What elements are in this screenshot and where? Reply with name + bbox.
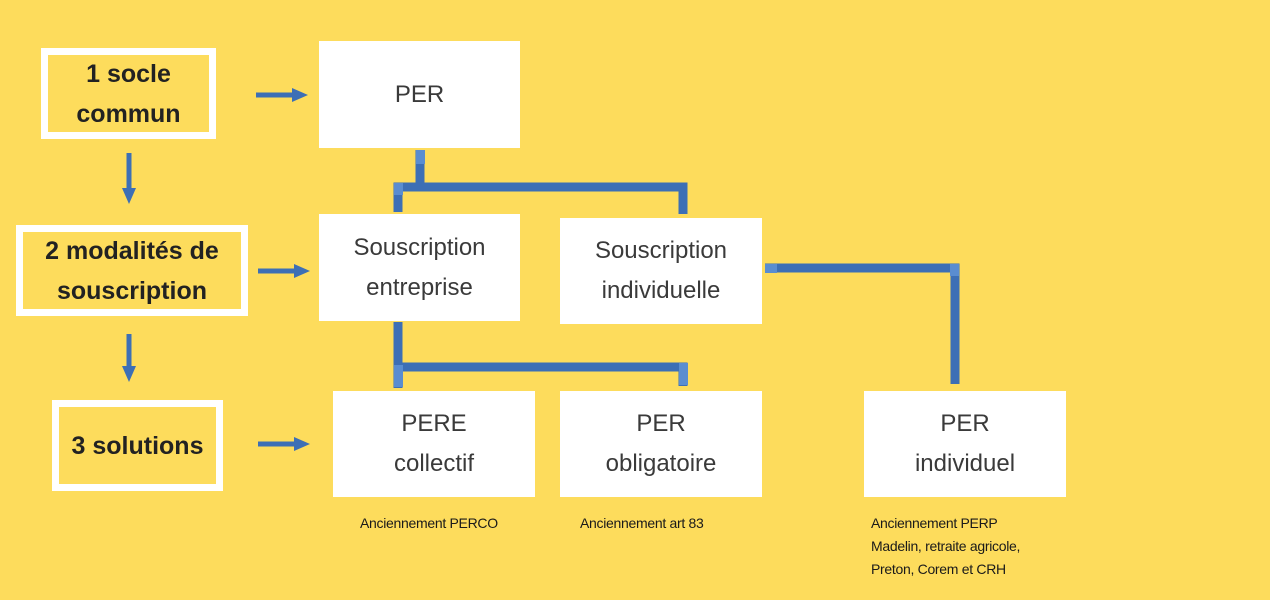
connector-joint [394,365,403,387]
connector-individuelle-to-individuel [765,263,960,384]
note-pere-collectif: Anciennement PERCO [360,515,498,531]
node-pere-collectif: PERE collectif [333,391,535,497]
level-label: 3 solutions [71,431,204,460]
node-label: Souscription individuelle [594,237,728,304]
node-souscription-individuelle: Souscription individuelle [560,218,762,324]
level-label: 2 modalités de souscription [45,236,219,305]
connector-entreprise-to-obligatoire [398,362,688,386]
connector-joint [394,183,403,195]
arrow-right-icon [258,264,310,278]
node-souscription-entreprise: Souscription entreprise [319,214,520,321]
level-socle-commun: 1 socle commun [41,48,216,139]
connector-joint [950,264,959,276]
node-per-individuel: PER individuel [864,391,1066,497]
note-per-individuel: Anciennement PERP Madelin, retraite agri… [871,515,1021,577]
connector-joint [679,363,688,385]
arrow-down-icon [122,334,136,382]
arrow-right-icon [256,88,308,102]
connector-joint [416,150,425,164]
note-per-obligatoire: Anciennement art 83 [580,515,704,531]
node-label: PERE collectif [393,410,475,477]
node-label: Souscription entreprise [353,233,486,301]
level-label: 1 socle commun [76,59,181,128]
node-label: PER obligatoire [605,410,717,477]
arrow-right-icon [258,437,310,451]
node-label: PER [394,80,445,108]
node-label: PER individuel [914,410,1016,477]
level-solutions: 3 solutions [52,400,223,491]
node-per: PER [319,41,520,148]
level-modalites-souscription: 2 modalités de souscription [16,225,248,316]
connector-per-to-individuelle [398,182,688,214]
connector-joint [765,264,777,273]
arrow-down-icon [122,153,136,204]
node-per-obligatoire: PER obligatoire [560,391,762,497]
